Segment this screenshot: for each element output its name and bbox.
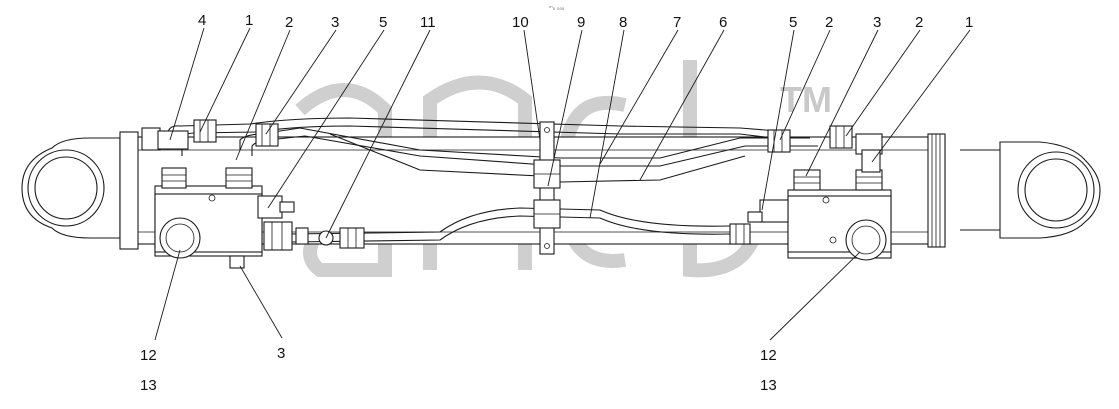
callout-5-left: 5 <box>379 14 387 31</box>
callout-12-left: 12 <box>140 347 157 364</box>
callout-4: 4 <box>198 12 206 29</box>
left-elbow-fittings <box>141 119 279 151</box>
callout-labels: 4 1 2 3 5 11 10 9 8 7 6 5 2 3 2 1 12 13 … <box>140 12 973 394</box>
callout-2-far-right: 2 <box>915 14 923 31</box>
top-mark: ᵐ₀ ₀₀₀ <box>549 5 565 12</box>
callout-6: 6 <box>719 14 727 31</box>
callout-12-right: 12 <box>760 347 777 364</box>
callout-11: 11 <box>420 14 436 31</box>
callout-7: 7 <box>673 14 681 31</box>
left-valve-block <box>154 167 295 269</box>
callout-1-left: 1 <box>245 12 253 29</box>
left-rod-eye <box>21 137 121 239</box>
callout-8: 8 <box>619 14 627 31</box>
leader-lines <box>154 27 971 341</box>
callout-5-right: 5 <box>789 14 797 31</box>
lower-line-fittings <box>263 221 751 251</box>
callout-3-bottom: 3 <box>277 345 285 362</box>
callout-3-right: 3 <box>873 14 881 31</box>
callout-10: 10 <box>512 14 529 31</box>
callout-1-right: 1 <box>965 14 973 31</box>
watermark-tm: TM <box>780 79 832 120</box>
callout-9: 9 <box>577 14 585 31</box>
right-rod-eye <box>960 141 1101 239</box>
callout-13-right: 13 <box>760 377 777 394</box>
callout-3-left: 3 <box>331 14 339 31</box>
callout-2-left: 2 <box>285 14 293 31</box>
right-valve-block <box>747 169 892 261</box>
callout-2-right: 2 <box>825 14 833 31</box>
lower-pipe <box>289 207 731 243</box>
pipe-clamp-bracket <box>533 121 561 255</box>
callout-13-left: 13 <box>140 377 157 394</box>
